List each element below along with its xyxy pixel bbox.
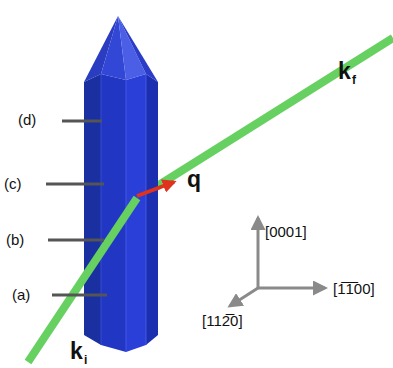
- wavevector-subscript: f: [352, 74, 356, 86]
- scattered-beam: [135, 38, 393, 200]
- vector-symbol: q: [187, 168, 201, 191]
- axis-label: [0001]: [265, 224, 307, 239]
- panel-letter: (b): [6, 232, 24, 247]
- wavevector-symbol: k: [338, 60, 351, 83]
- panel-letter: (a): [12, 287, 30, 302]
- axis-triad: [230, 218, 325, 306]
- axis-label: [112̅0]: [202, 313, 243, 328]
- wavevector-symbol: k: [70, 340, 83, 363]
- panel-letter: (c): [4, 176, 22, 191]
- axis-label: [1̅1̅​00]: [333, 281, 375, 296]
- wavevector-subscript: i: [84, 354, 87, 366]
- q-arrow: [137, 182, 174, 196]
- position-tick: [46, 121, 107, 295]
- incident-beam: [28, 198, 137, 362]
- panel-letter: (d): [18, 112, 36, 127]
